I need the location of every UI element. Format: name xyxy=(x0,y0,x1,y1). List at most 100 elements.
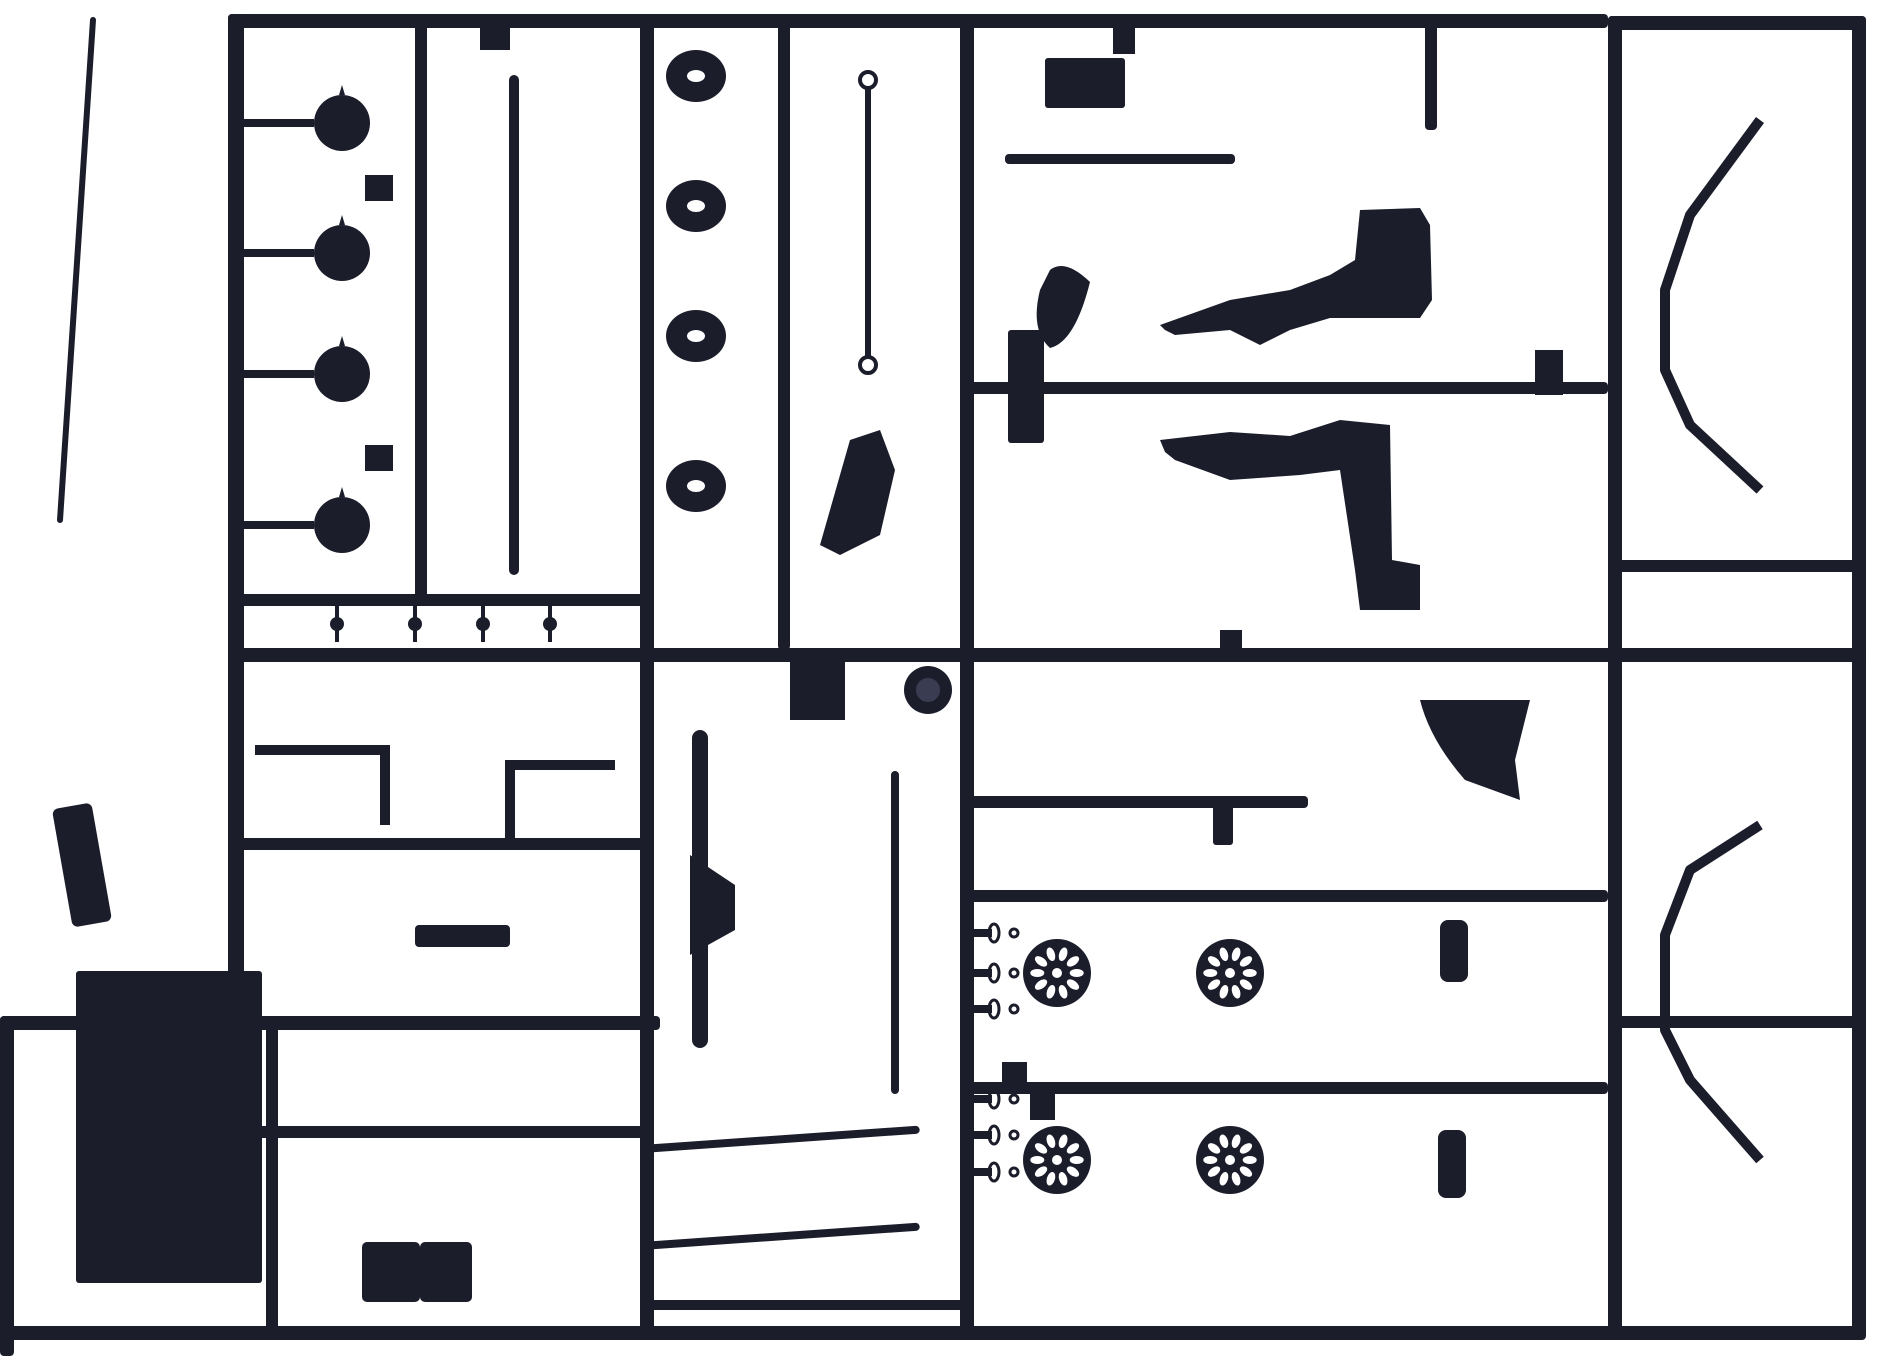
pedal-eye xyxy=(1008,967,1020,979)
sprue-runner xyxy=(1608,1016,1858,1028)
knob-gate xyxy=(413,602,417,642)
wheel-spoke-gap xyxy=(1203,969,1218,977)
spring-rod-lower xyxy=(650,1222,920,1250)
dome-sprue-tip xyxy=(339,85,345,95)
wheel-spoke-gap xyxy=(1066,1143,1080,1154)
wheel-spoke-gap xyxy=(1231,1171,1241,1186)
knob-gate xyxy=(481,602,485,642)
pedal-eye xyxy=(1008,1093,1020,1105)
headlamp-dome xyxy=(314,225,370,281)
wheel-hub-hole xyxy=(1225,1155,1235,1165)
fender-weight-part xyxy=(52,803,112,927)
dome-sprue-tip xyxy=(339,487,345,497)
seat-frame-part-2 xyxy=(420,1242,472,1302)
wheel-spoke-gap xyxy=(1030,1156,1045,1164)
headlamp-dome-parts xyxy=(242,85,370,553)
wheel-spoke-gap xyxy=(1058,1134,1068,1149)
wheel-hub-hole xyxy=(1225,968,1235,978)
wheel-spoke-gap xyxy=(1239,1166,1253,1177)
tire-hole xyxy=(687,480,705,492)
bracket-upper-right xyxy=(505,760,615,770)
spring-rod-upper xyxy=(650,1125,920,1153)
pedal-loop xyxy=(987,1088,1001,1110)
bracket-upper-left-leg xyxy=(380,745,390,825)
sprue-runner xyxy=(238,1126,648,1138)
wheel-spoke-gap xyxy=(1046,1171,1056,1186)
pedal-eye xyxy=(1008,1003,1020,1015)
wheel-spoke-gap xyxy=(1046,947,1056,962)
gate-tab xyxy=(1030,1092,1055,1120)
spoked-wheel-parts xyxy=(1023,939,1264,1194)
pedal-gate xyxy=(970,1005,992,1013)
spring-block xyxy=(415,925,510,947)
pedal-eye xyxy=(1008,1166,1020,1178)
rail-lower-right xyxy=(1660,820,1764,1164)
wheel-spoke-gap xyxy=(1203,1156,1218,1164)
headlamp-dome xyxy=(314,95,370,151)
headlamp-dome xyxy=(314,346,370,402)
wheel-spoke-gap xyxy=(1034,1143,1048,1154)
wheel-spoke-gap xyxy=(1219,1171,1229,1186)
wheel-spoke-gap xyxy=(1046,984,1056,999)
sprue-runner xyxy=(778,20,790,650)
wheel-spoke-gap xyxy=(1058,947,1068,962)
knob-gate xyxy=(548,602,552,642)
pedal-gate xyxy=(970,1095,992,1103)
sprue-runner xyxy=(960,18,974,1340)
sprue-runner xyxy=(640,20,654,1340)
sprue-runner xyxy=(1608,16,1622,1338)
running-board-part xyxy=(1005,154,1235,164)
tire-hole xyxy=(687,200,705,212)
tie-rod xyxy=(865,88,871,358)
seat-cushion xyxy=(1213,805,1233,845)
dome-gate xyxy=(242,521,314,529)
oil-can-lower xyxy=(1438,1130,1466,1198)
sprue-runner xyxy=(228,14,244,1024)
radiator-grille xyxy=(1045,58,1125,108)
wheel-spoke-gap xyxy=(1242,969,1257,977)
misc-parts xyxy=(52,22,1563,1302)
tire-hole xyxy=(687,70,705,82)
sprue-runner xyxy=(238,594,648,606)
sprue-runner xyxy=(968,890,1608,902)
pedal-loop xyxy=(987,922,1001,944)
sprue-runner xyxy=(0,1326,1866,1340)
wheel-spoke-gap xyxy=(1066,979,1080,990)
wheel-spoke-gap xyxy=(1231,984,1241,999)
gate-tab xyxy=(1002,1062,1027,1090)
wheel-spoke-gap xyxy=(1066,1166,1080,1177)
headlamp-lens-part xyxy=(1036,266,1090,348)
sprue-runner xyxy=(1852,16,1866,1338)
wheel-spoke-gap xyxy=(1058,1171,1068,1186)
gate-tab xyxy=(365,445,393,471)
sprue-runner xyxy=(1425,20,1437,130)
wheel-spoke-gap xyxy=(1069,969,1084,977)
transmission-lower xyxy=(1160,420,1420,610)
wheel-spoke-gap xyxy=(1219,1134,1229,1149)
wheel-spoke-gap xyxy=(1207,979,1221,990)
wheel-spoke-gap xyxy=(1030,969,1045,977)
pedal-gate xyxy=(970,1131,992,1139)
floor-panel xyxy=(76,971,262,1283)
bracket-upper-right-leg xyxy=(505,760,515,840)
gate-tab xyxy=(1220,630,1242,658)
wheel-spoke-gap xyxy=(1034,956,1048,967)
wheel-spoke-gap xyxy=(1242,1156,1257,1164)
wheel-spoke-gap xyxy=(1034,1166,1048,1177)
wheel-spoke-gap xyxy=(1231,947,1241,962)
dome-sprue-tip xyxy=(339,215,345,225)
gate-tab xyxy=(1535,350,1563,395)
wheel-spoke-gap xyxy=(1239,979,1253,990)
wheel-spoke-gap xyxy=(1239,956,1253,967)
bracket-upper-left xyxy=(255,745,390,755)
pedal-eye xyxy=(1008,927,1020,939)
pedal-loop xyxy=(987,1161,1001,1183)
transmission-upper xyxy=(1160,208,1432,345)
sprue-runner xyxy=(1608,16,1866,30)
wheel-spoke-gap xyxy=(1219,947,1229,962)
wheel-spoke-gap xyxy=(1069,1156,1084,1164)
dome-sprue-tip xyxy=(339,336,345,346)
hub-shine xyxy=(922,686,934,694)
wheel-spoke-gap xyxy=(1207,1166,1221,1177)
